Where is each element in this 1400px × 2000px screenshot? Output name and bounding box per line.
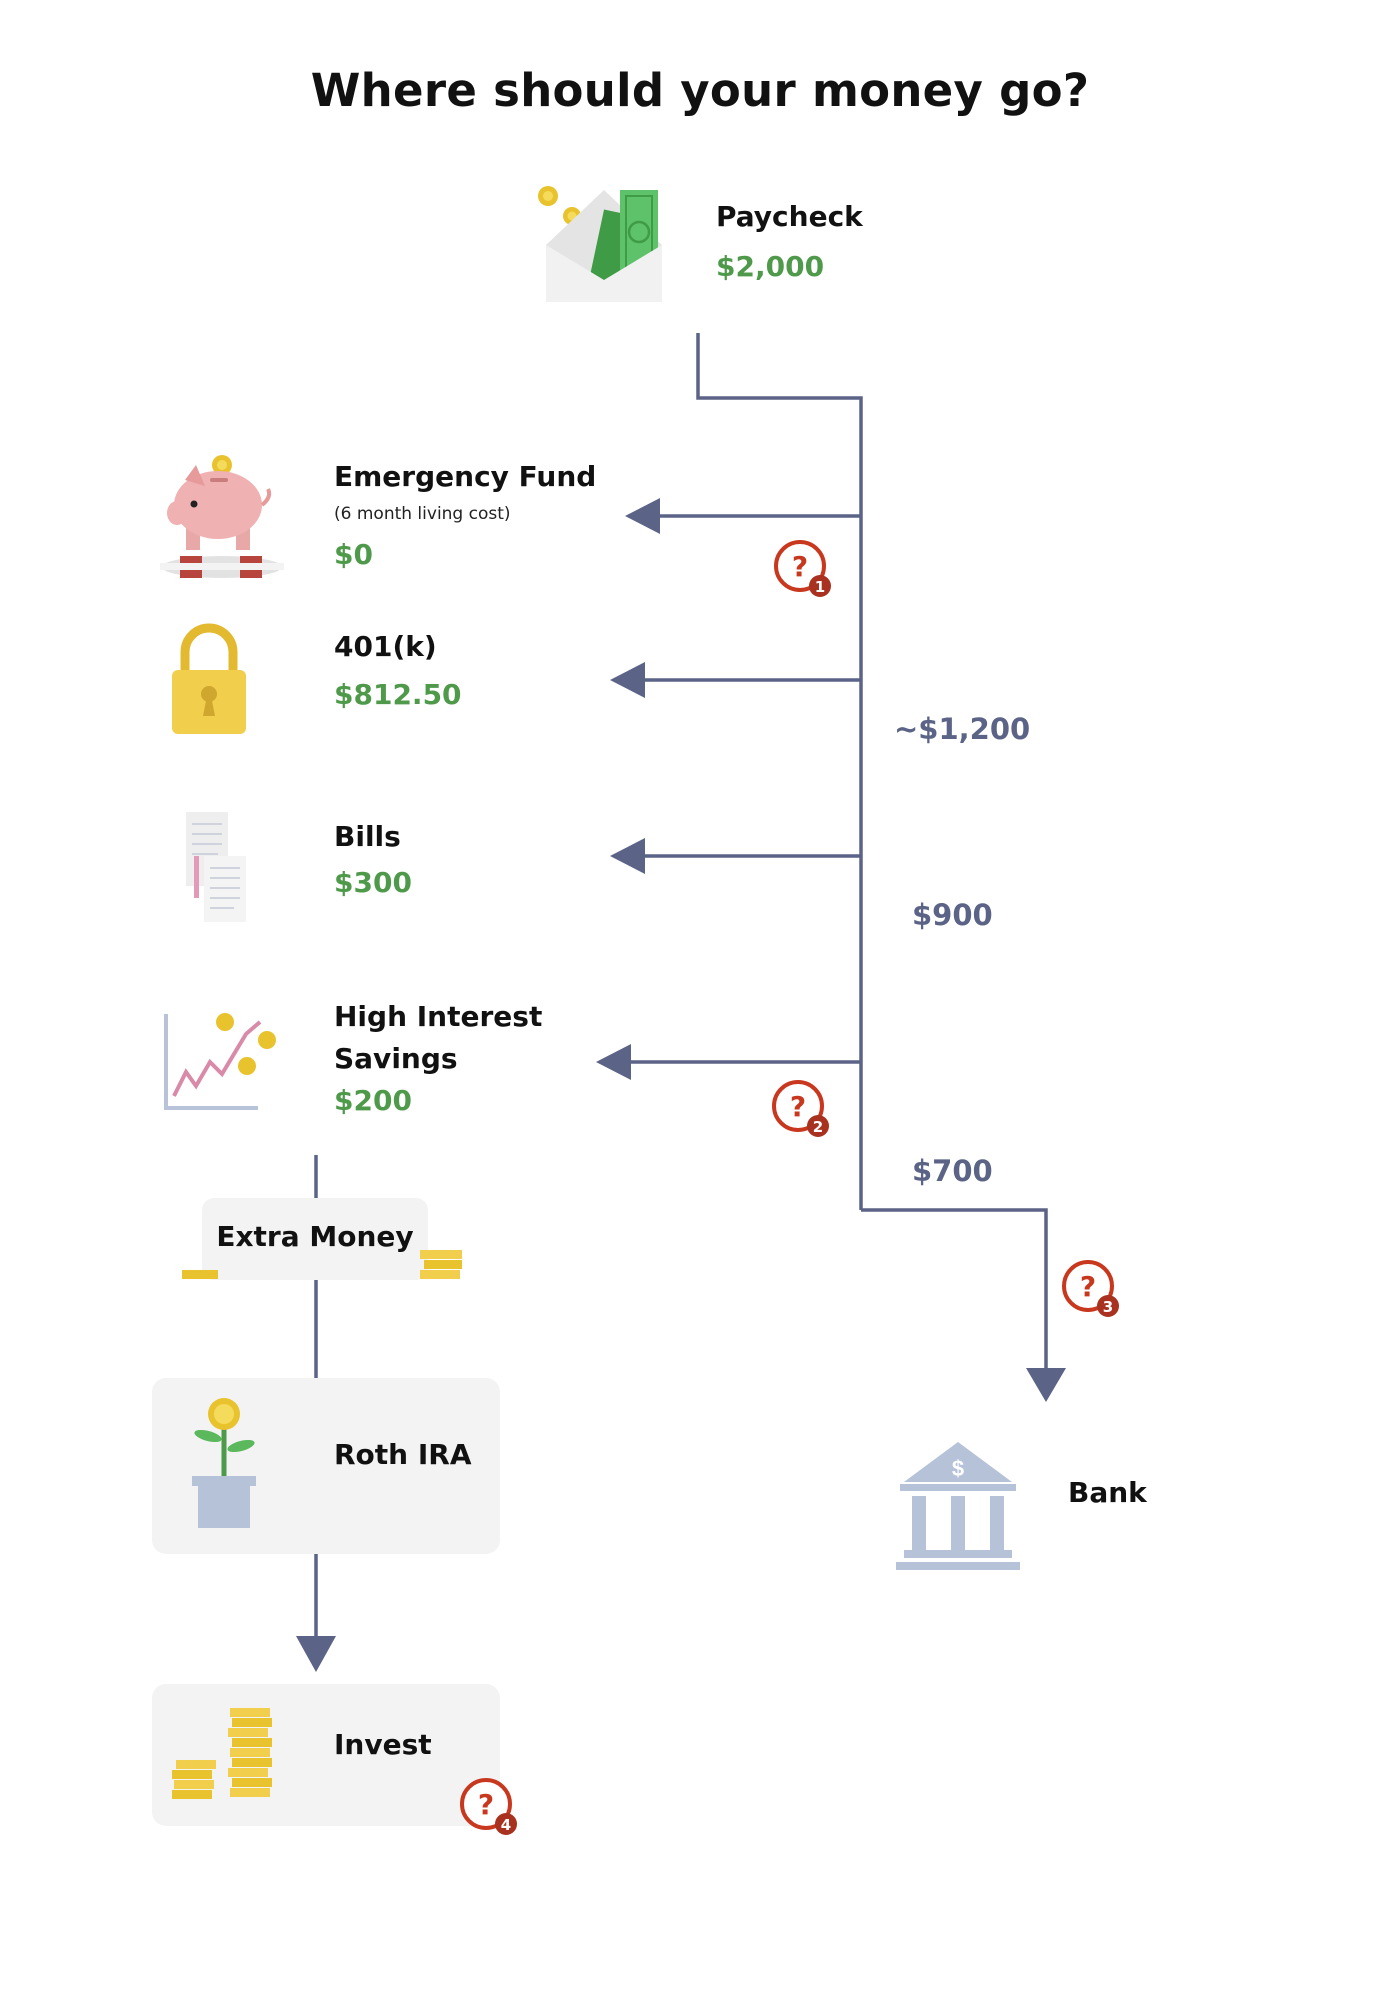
svg-text:2: 2	[813, 1118, 823, 1136]
help-badge-1[interactable]: ? 1	[774, 540, 831, 597]
bills-amount: $300	[334, 866, 412, 899]
paycheck-amount: $2,000	[716, 250, 825, 283]
extra-money-label: Extra Money	[216, 1220, 414, 1253]
money-plant-icon	[192, 1398, 256, 1528]
coin-stacks-icon	[172, 1708, 272, 1799]
high-interest-savings-label: High Interest Savings	[334, 1000, 543, 1075]
svg-text:?: ?	[792, 550, 808, 583]
arrowhead-invest	[296, 1636, 336, 1672]
arrowhead-bank	[1026, 1368, 1066, 1402]
401k-amount: $812.50	[334, 678, 462, 711]
arrowhead-emergency	[625, 498, 660, 534]
bank-building-icon: $	[896, 1442, 1020, 1570]
flow-lines	[314, 333, 1048, 1636]
growth-chart-icon	[164, 1013, 276, 1110]
high-interest-savings-amount: $200	[334, 1084, 412, 1117]
piggy-bank-icon	[160, 455, 284, 578]
padlock-icon	[172, 623, 246, 734]
bills-label: Bills	[334, 820, 401, 853]
page-title: Where should your money go?	[310, 64, 1090, 117]
svg-text:4: 4	[501, 1816, 511, 1834]
arrowhead-401k	[610, 662, 645, 698]
bank-label: Bank	[1068, 1476, 1147, 1509]
arrowhead-bills	[610, 838, 645, 874]
svg-text:?: ?	[478, 1788, 494, 1821]
coin-stack-small-icon	[182, 1250, 462, 1279]
svg-text:?: ?	[790, 1090, 806, 1123]
envelope-money-icon	[538, 186, 662, 302]
emergency-fund-amount: $0	[334, 538, 373, 571]
help-badge-4[interactable]: ? 4	[460, 1778, 517, 1835]
paycheck-label: Paycheck	[716, 200, 863, 233]
roth-ira-label: Roth IRA	[334, 1438, 472, 1471]
invest-box	[152, 1684, 500, 1826]
flow-amount-after-bills: $900	[912, 898, 993, 932]
emergency-fund-note: (6 month living cost)	[334, 504, 511, 524]
svg-text:?: ?	[1080, 1270, 1096, 1303]
help-badge-2[interactable]: ? 2	[772, 1080, 829, 1137]
401k-label: 401(k)	[334, 630, 437, 663]
flow-amount-after-401k: ~$1,200	[894, 712, 1031, 746]
main-flow-line	[696, 333, 863, 1210]
arrowhead-savings	[596, 1044, 631, 1080]
arrowheads	[296, 498, 1066, 1672]
bank-flow-line	[861, 1208, 1048, 1378]
help-badge-3[interactable]: ? 3	[1062, 1260, 1119, 1317]
extra-money-box	[202, 1198, 428, 1280]
svg-text:1: 1	[815, 578, 825, 596]
invest-label: Invest	[334, 1728, 432, 1761]
svg-text:3: 3	[1103, 1298, 1113, 1316]
flow-amount-after-savings: $700	[912, 1154, 993, 1188]
bills-document-icon	[186, 812, 246, 922]
emergency-fund-label: Emergency Fund	[334, 460, 597, 493]
svg-text:$: $	[952, 1456, 964, 1481]
